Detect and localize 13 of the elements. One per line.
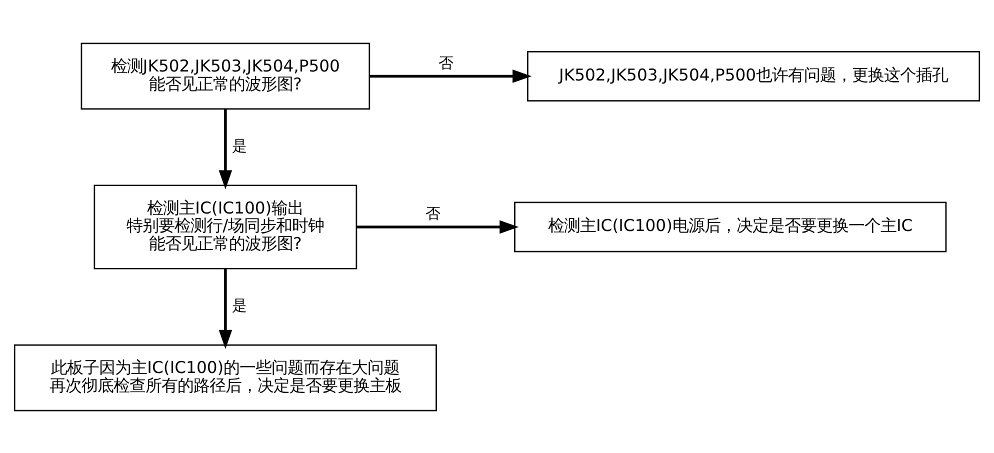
arrow <box>370 69 532 82</box>
arrow <box>356 220 519 234</box>
edge-label: 是 <box>232 296 247 314</box>
node-box: JK502,JK503,JK504,P500也许有问题，更换这个插孔 <box>527 50 980 101</box>
node-box: 此板子因为主IC(IC100)的一些问题而存在大问题 再次彻底检查所有的路径后，决定是否要更换主板 <box>14 344 437 411</box>
node-box: 检测JK502,JK503,JK504,P500 能否见正常的波形图? <box>80 42 370 110</box>
edge-label: 否 <box>426 204 441 222</box>
edge-label: 是 <box>232 136 247 154</box>
node-box: 检测主IC(IC100)电源后，决定是否要更换一个主IC <box>514 201 947 252</box>
node-box: 检测主IC(IC100)输出 特别要检测行/场同步和时钟 能否见正常的波形图? <box>94 184 358 269</box>
arrow <box>218 268 232 349</box>
arrow <box>218 108 232 189</box>
edge-label: 否 <box>438 53 454 72</box>
